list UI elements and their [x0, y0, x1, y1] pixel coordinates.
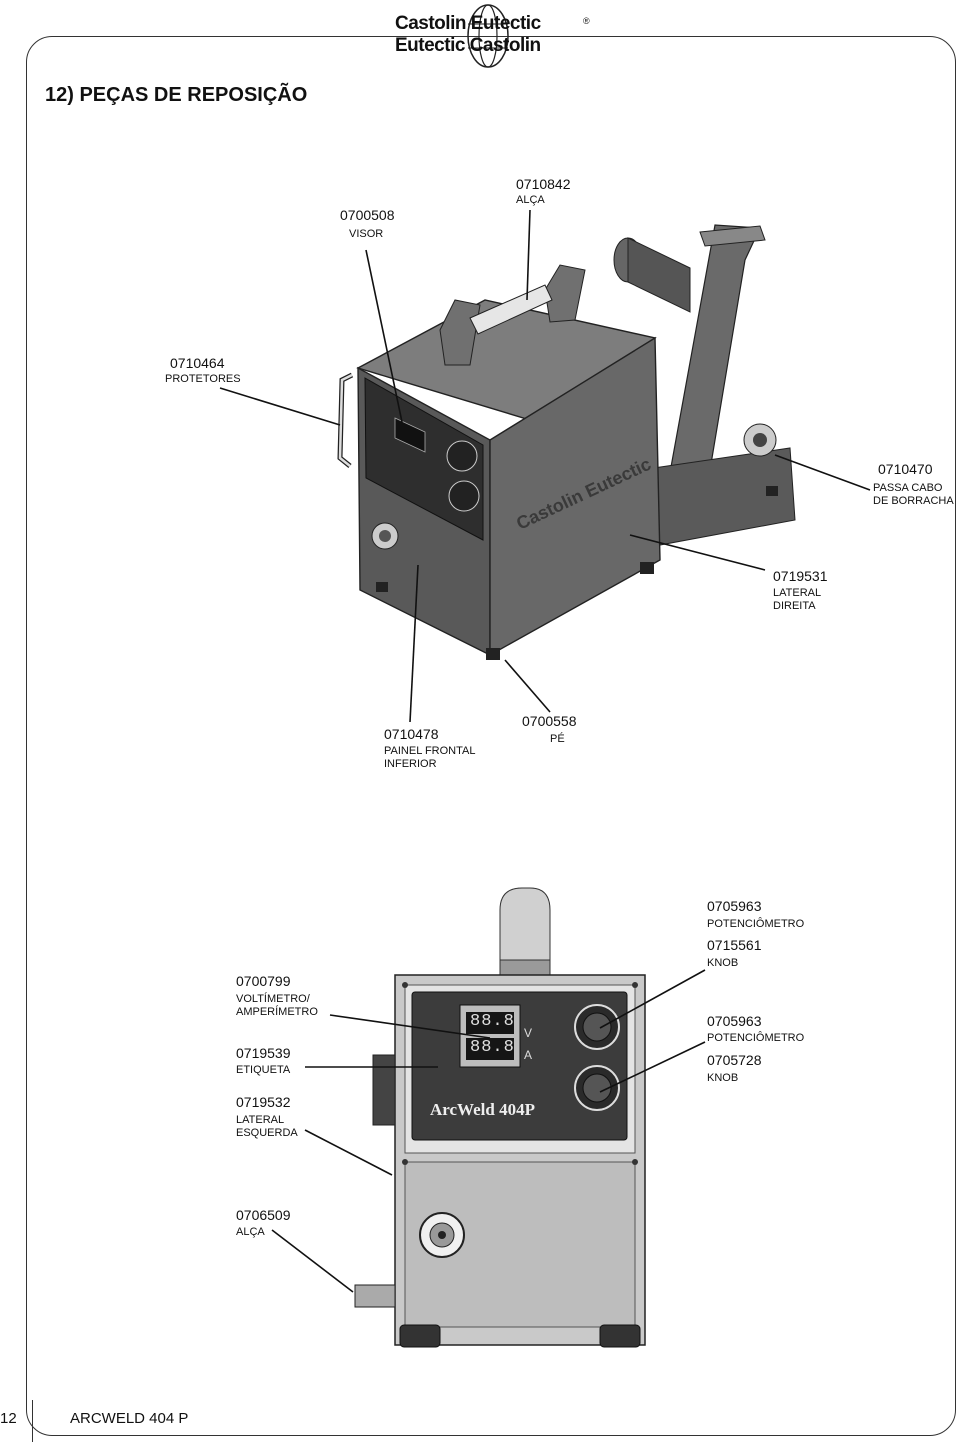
part-code-alca-top: 0710842 [516, 176, 571, 192]
part-code-etiqueta: 0719539 [236, 1045, 291, 1061]
logo-line-2: Eutectic Castolin [395, 35, 541, 56]
part-code-painel-frontal: 0710478 [384, 726, 439, 742]
part-code-protetores: 0710464 [170, 355, 225, 371]
machine-front-view [354, 887, 646, 1348]
leader-lines-top [219, 209, 871, 723]
registered-mark: ® [583, 16, 590, 26]
display-readout-top: 88.8 [470, 1012, 515, 1031]
part-code-knob-1: 0715561 [707, 937, 762, 953]
part-desc-knob-1: KNOB [707, 957, 739, 969]
footer-divider [32, 1400, 33, 1442]
logo-line-1: Castolin Eutectic [395, 13, 541, 34]
castolin-logo: Castolin Eutectic Eutectic Castolin ® [395, 2, 595, 70]
part-code-passa-cabo: 0710470 [878, 461, 933, 477]
part-desc-passa-cabo: PASSA CABO DE BORRACHA [873, 482, 954, 507]
part-code-lateral-direita: 0719531 [773, 568, 828, 584]
part-desc-alca-top: ALÇA [516, 194, 545, 206]
part-code-potenciometro-1: 0705963 [707, 898, 762, 914]
part-desc-knob-2: KNOB [707, 1072, 739, 1084]
machine-isometric: Castolin Eutectic [337, 224, 796, 660]
page-frame [26, 36, 956, 1436]
part-desc-lateral-direita: LATERAL DIREITA [773, 587, 822, 612]
part-desc-protetores: PROTETORES [165, 373, 241, 385]
part-code-pe: 0700558 [522, 713, 577, 729]
part-desc-potenciometro-2: POTENCIÔMETRO [707, 1032, 805, 1044]
part-desc-etiqueta: ETIQUETA [236, 1064, 291, 1076]
display-readout-bottom: 88.8 [470, 1038, 515, 1057]
part-code-potenciometro-2: 0705963 [707, 1013, 762, 1029]
page-title: 12) PEÇAS DE REPOSIÇÃO [45, 84, 308, 106]
leader-lines-bottom [271, 969, 706, 1293]
part-desc-lateral-esquerda: LATERAL ESQUERDA [236, 1114, 298, 1139]
part-desc-alca-bottom: ALÇA [236, 1226, 265, 1238]
part-desc-potenciometro-1: POTENCIÔMETRO [707, 918, 805, 930]
part-code-voltimetro: 0700799 [236, 973, 291, 989]
unit-v-label: V [524, 1026, 533, 1040]
part-desc-visor: VISOR [349, 228, 384, 240]
part-code-knob-2: 0705728 [707, 1052, 762, 1068]
part-code-visor: 0700508 [340, 207, 395, 223]
part-desc-voltimetro: VOLTÍMETRO/ AMPERÍMETRO [236, 993, 318, 1018]
part-desc-pe: PÉ [550, 733, 565, 745]
part-code-alca-bottom: 0706509 [236, 1207, 291, 1223]
globe-icon [467, 4, 509, 68]
document-title: ARCWELD 404 P [70, 1410, 189, 1427]
part-code-lateral-esquerda: 0719532 [236, 1094, 291, 1110]
machine-label: ArcWeld 404P [430, 1100, 535, 1119]
page-number: 12 [0, 1410, 17, 1427]
part-desc-painel-frontal: PAINEL FRONTAL INFERIOR [384, 745, 476, 770]
unit-a-label: A [524, 1048, 533, 1062]
